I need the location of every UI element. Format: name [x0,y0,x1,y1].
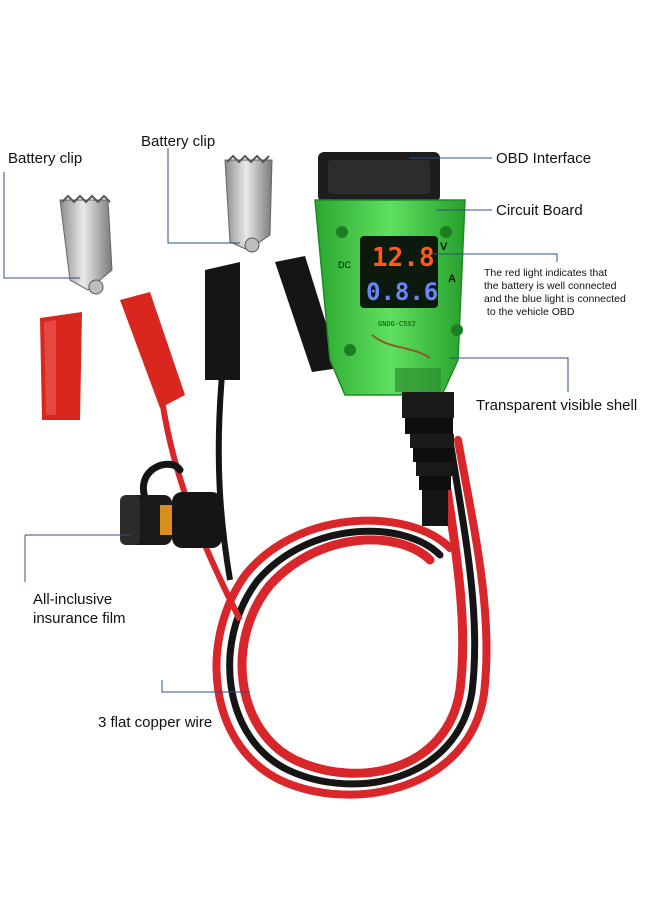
label-insurance-film: All-inclusive insurance film [33,590,126,628]
battery-clip-black [205,154,340,380]
battery-clip-red [40,194,185,420]
callout-lines [3,148,569,693]
label-light-note: The red light indicates that the battery… [484,267,626,319]
cable-loop [212,435,491,799]
light-note-line-1: The red light indicates that [484,267,608,279]
voltage-unit: V [440,241,448,253]
voltage-reading: 12.8 [372,243,435,273]
insurance-film-line-1: All-inclusive [33,591,113,608]
insurance-film-line-2: insurance film [33,610,126,627]
label-obd-interface: OBD Interface [496,150,592,167]
current-unit: A [448,273,456,285]
light-note-line-3: and the blue light is connected [484,293,626,305]
black-wire [215,374,233,581]
fuse-holder [120,460,222,548]
label-transparent-shell: Transparent visible shell [476,397,638,414]
label-battery-clip-right: Battery clip [141,133,216,150]
led-display [360,236,438,308]
light-note-line-2: the battery is well connected [484,280,617,292]
label-copper-wire: 3 flat copper wire [98,714,213,731]
dc-mark: DC [338,260,351,270]
current-reading: 0.8.6 [366,278,438,306]
light-note-line-4: to the vehicle OBD [484,306,575,318]
label-battery-clip-left: Battery clip [8,150,83,167]
label-circuit-board: Circuit Board [496,202,583,219]
obd-device: 12.8 0.8.6 V A DC GNDG-C5X2 [314,152,466,526]
board-text: GNDG-C5X2 [378,321,416,329]
